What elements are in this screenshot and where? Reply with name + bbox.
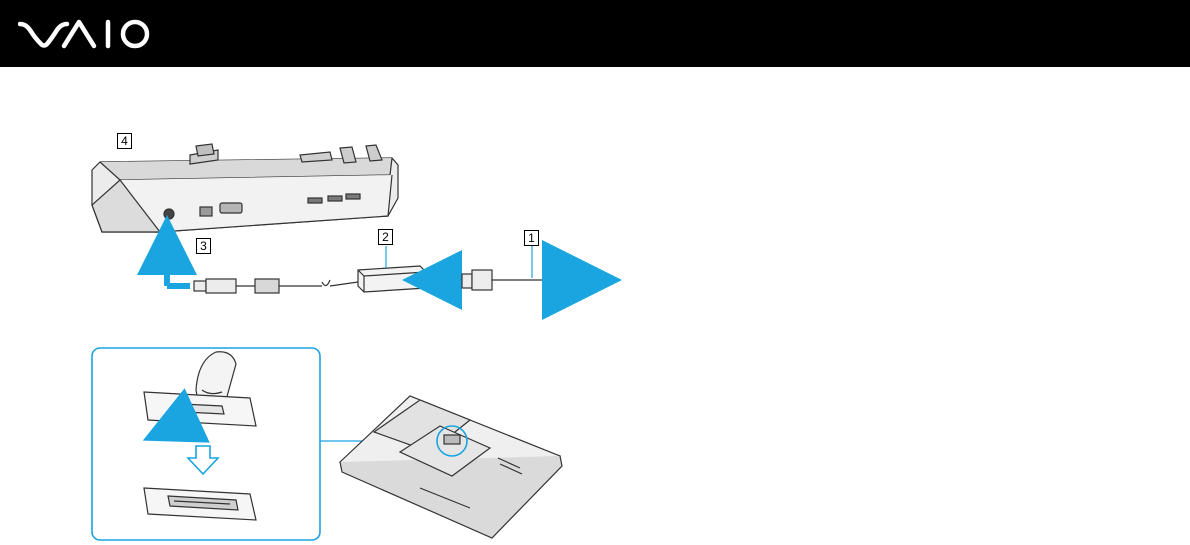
- power-cord-icon: [462, 270, 556, 290]
- ac-adapter-icon: [358, 266, 426, 292]
- down-arrow-icon: [188, 446, 218, 474]
- dc-cable-icon: [194, 279, 358, 293]
- connector-open-icon: [144, 488, 256, 520]
- connector-cover-icon: [144, 392, 256, 426]
- header-bar: [0, 0, 1190, 67]
- callout-3: 3: [196, 238, 211, 254]
- callout-4: 4: [117, 133, 132, 149]
- docking-connection-illustration: [0, 67, 1190, 545]
- vaio-logo-icon: [18, 16, 153, 50]
- callout-1: 1: [524, 230, 539, 246]
- docking-station-icon: [92, 144, 398, 232]
- callout-2: 2: [378, 229, 393, 245]
- dc-connect-arrow: [167, 245, 190, 286]
- laptop-bottom-icon: [340, 396, 562, 538]
